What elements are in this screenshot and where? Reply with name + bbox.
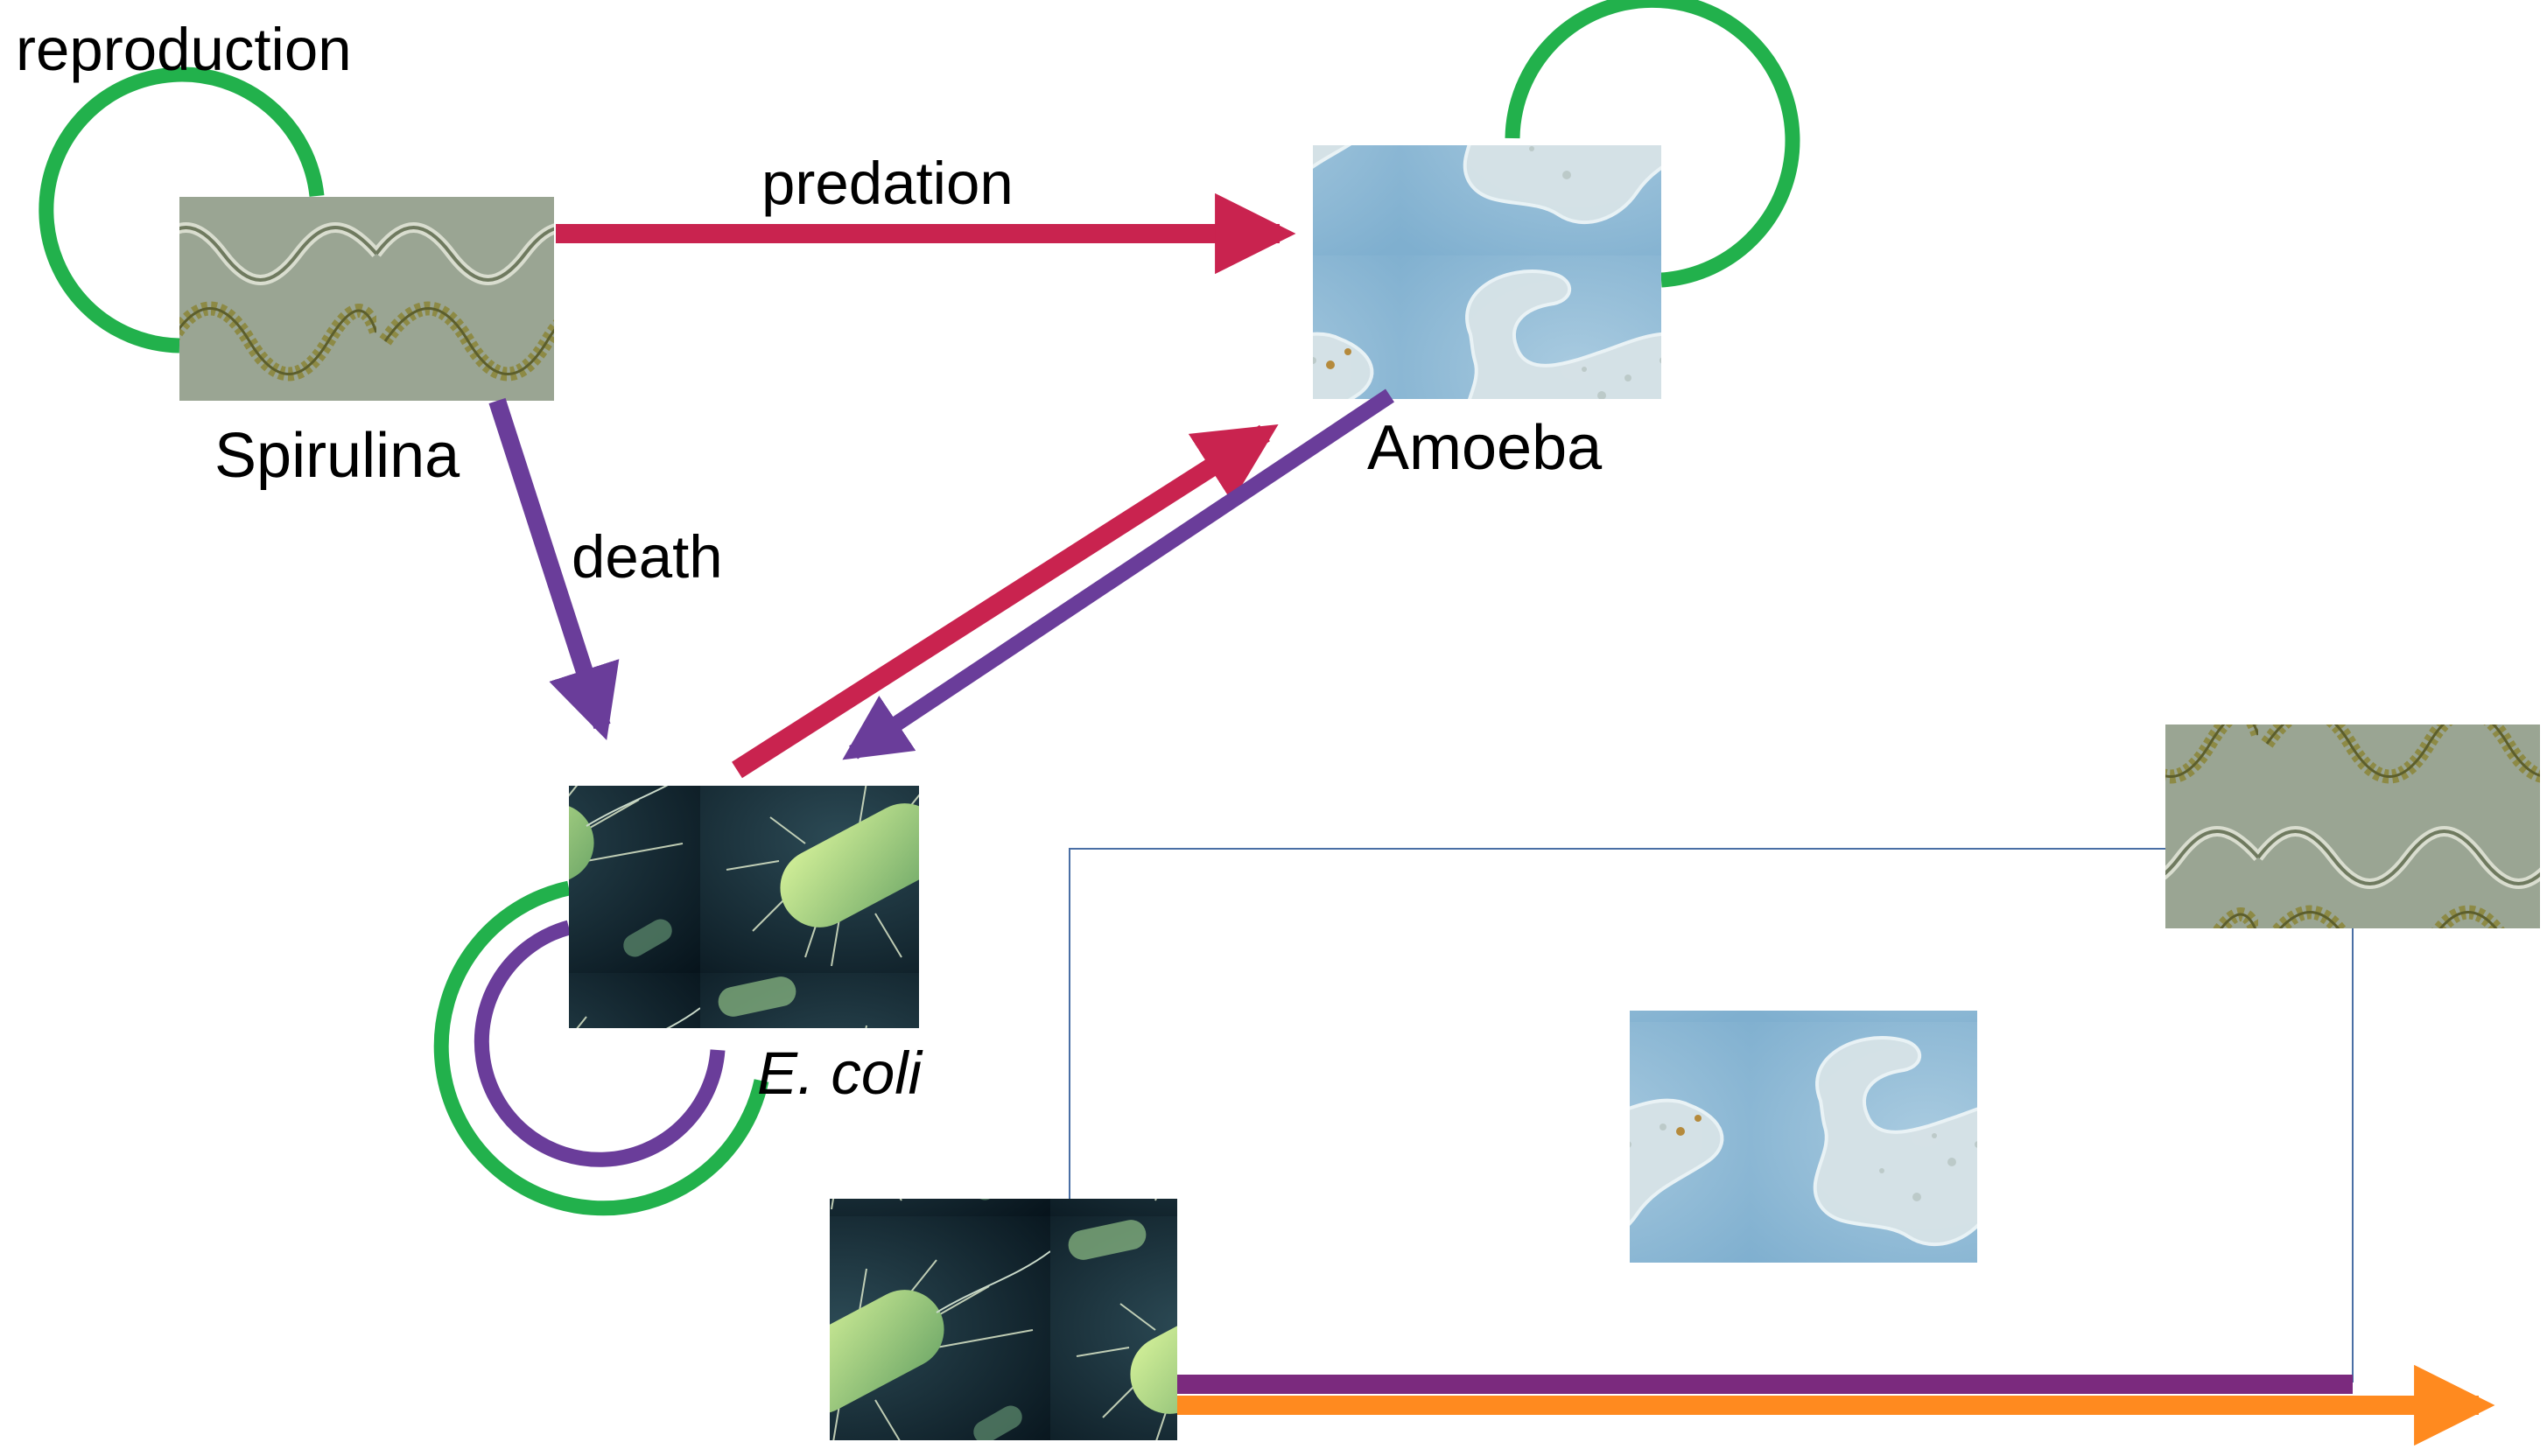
amoeba-to-ecoli-arrow [842,388,1394,760]
death-label: death [572,523,723,591]
predation-label: predation [761,150,1014,217]
amoeba-photo [1313,145,1661,399]
ecoli-label: E. coli [757,1040,923,1107]
ecoli-to-amoeba-arrow [732,424,1279,779]
amoeba-reproduction-loop [1505,0,1800,288]
ecoli-photo [569,786,919,1028]
amoeba-photo-small [1630,1011,1977,1263]
ecoli-reproduction-loop [433,880,769,1216]
reproduction-label: reproduction [16,16,352,83]
spirulina-label: Spirulina [214,421,460,491]
frame-outline [1069,848,2165,1200]
ecoli-death-loop [474,920,726,1167]
spirulina-reproduction-loop [39,66,325,354]
death-arrow [488,397,620,740]
ecoli-photo-small [830,1199,1177,1440]
spirulina-photo-small [2165,724,2540,928]
spirulina-photo [179,197,554,401]
amoeba-label: Amoeba [1367,413,1603,483]
